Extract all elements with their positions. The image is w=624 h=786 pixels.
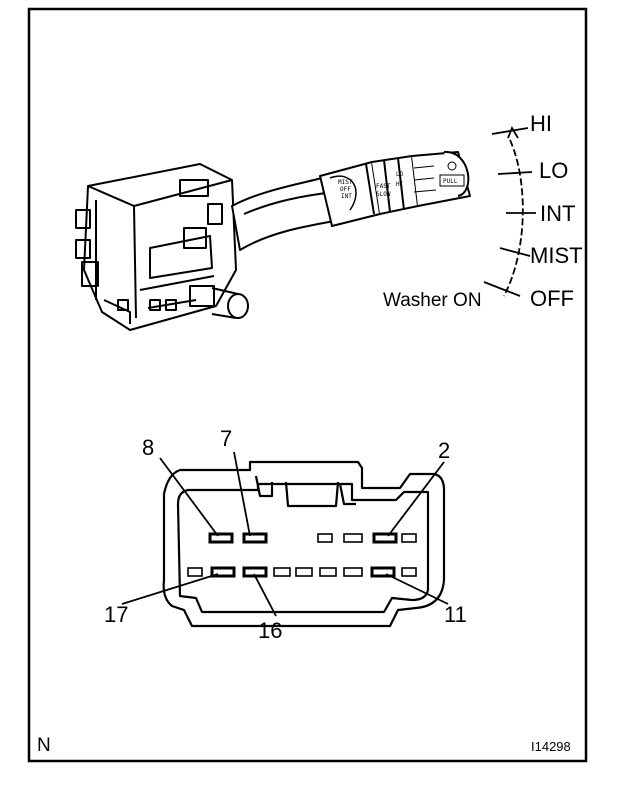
- pin-top-a: [317, 533, 333, 543]
- leader-2: [387, 461, 445, 537]
- figure-frame: [27, 7, 588, 763]
- connector-pins: [187, 532, 417, 578]
- pull-badge: [439, 174, 465, 187]
- connector-housing: [162, 460, 446, 628]
- pin-label-7: 7: [220, 426, 232, 451]
- pin-labels: 8 7 2 17 16 11: [104, 426, 467, 643]
- leader-16: [253, 573, 277, 617]
- washer-symbol-icon: [447, 161, 457, 171]
- corner-label: N: [37, 735, 51, 756]
- pin-2: [372, 532, 398, 544]
- pin-label-2: 2: [438, 438, 450, 463]
- pin-bottom-b: [273, 567, 291, 577]
- arc-line: [503, 139, 524, 297]
- label-lo: LO: [539, 158, 568, 183]
- pin-label-8: 8: [142, 435, 154, 460]
- leader-11: [385, 573, 449, 605]
- arc-arrow: [507, 125, 519, 139]
- tick-off: [483, 281, 521, 297]
- pin-11: [370, 566, 396, 578]
- lever-mark-off: OFF: [340, 186, 351, 193]
- lever-mark-mist: MIST: [338, 179, 353, 186]
- pin-top-b: [343, 533, 363, 543]
- pin-leaders: [121, 451, 449, 617]
- label-int: INT: [540, 201, 575, 226]
- tick-lo: [497, 171, 533, 175]
- latch-notch: [254, 475, 274, 498]
- label-mist: MIST: [530, 243, 583, 268]
- pin-label-11: 11: [444, 602, 467, 627]
- pivot-peg: [227, 293, 249, 319]
- label-off: OFF: [530, 286, 574, 311]
- pin-bottom-f: [401, 567, 417, 577]
- leader-17: [121, 573, 219, 605]
- lever-mark-fast: FAST: [376, 183, 391, 190]
- pin-8: [208, 532, 234, 544]
- lever-markings: MIST OFF INT LO HI FAST SLOW PULL: [338, 161, 465, 200]
- combination-switch: [75, 150, 471, 331]
- tick-mist: [499, 247, 531, 257]
- pin-label-16: 16: [258, 618, 282, 643]
- lever-mark-pull: PULL: [443, 178, 458, 185]
- pin-top-c: [401, 533, 417, 543]
- leader-7: [233, 451, 251, 537]
- pin-bottom-c: [295, 567, 313, 577]
- figure-code: I14298: [531, 739, 571, 754]
- pin-7: [242, 532, 268, 544]
- pin-bottom-d: [319, 567, 337, 577]
- lever-mark-hi: HI: [396, 181, 404, 188]
- pin-label-17: 17: [104, 602, 128, 627]
- lever-mark-lo: LO: [396, 171, 404, 178]
- connector-outline: [162, 460, 446, 628]
- connector-inner: [176, 482, 430, 614]
- label-hi: HI: [530, 111, 552, 136]
- pin-bottom-a: [187, 567, 203, 577]
- label-washer-on: Washer ON: [383, 290, 482, 311]
- lever-mark-slow: SLOW: [376, 191, 391, 198]
- leader-8: [159, 457, 219, 537]
- position-arc: [483, 125, 536, 297]
- pin-bottom-e: [343, 567, 363, 577]
- pin-17: [210, 566, 236, 578]
- position-labels: HI LO INT MIST OFF Washer ON: [383, 111, 583, 311]
- lever-mark-int: INT: [341, 193, 352, 200]
